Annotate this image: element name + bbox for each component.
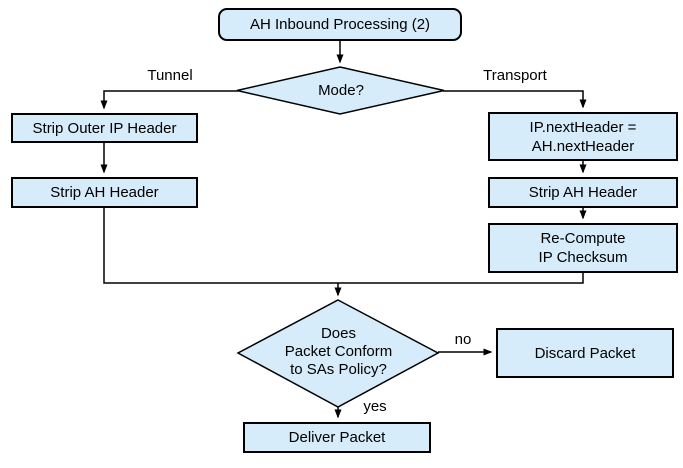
connector-mode-to-strip-outer [100,90,238,110]
ip-nextheader-node: IP.nextHeader = AH.nextHeader [488,112,678,161]
strip-outer-ip-header-node: Strip Outer IP Header [11,113,198,143]
recompute-ip-checksum-node: Re-Compute IP Checksum [488,223,678,273]
no-branch-label: no [454,331,472,348]
start-node: AH Inbound Processing (2) [218,8,462,41]
transport-branch-label: Transport [483,67,547,84]
tunnel-branch-label: Tunnel [147,67,193,84]
discard-packet-node: Discard Packet [496,328,674,378]
connector-mode-to-ip-nextheader [443,90,587,109]
deliver-packet-node: Deliver Packet [243,422,431,453]
connector-merge-rail [103,208,584,284]
policy-decision-diamond [236,299,440,408]
yes-branch-label: yes [363,398,387,415]
strip-ah-header-tunnel-node: Strip AH Header [11,177,198,208]
mode-decision-diamond [236,66,445,115]
strip-ah-header-transport-node: Strip AH Header [488,177,678,208]
